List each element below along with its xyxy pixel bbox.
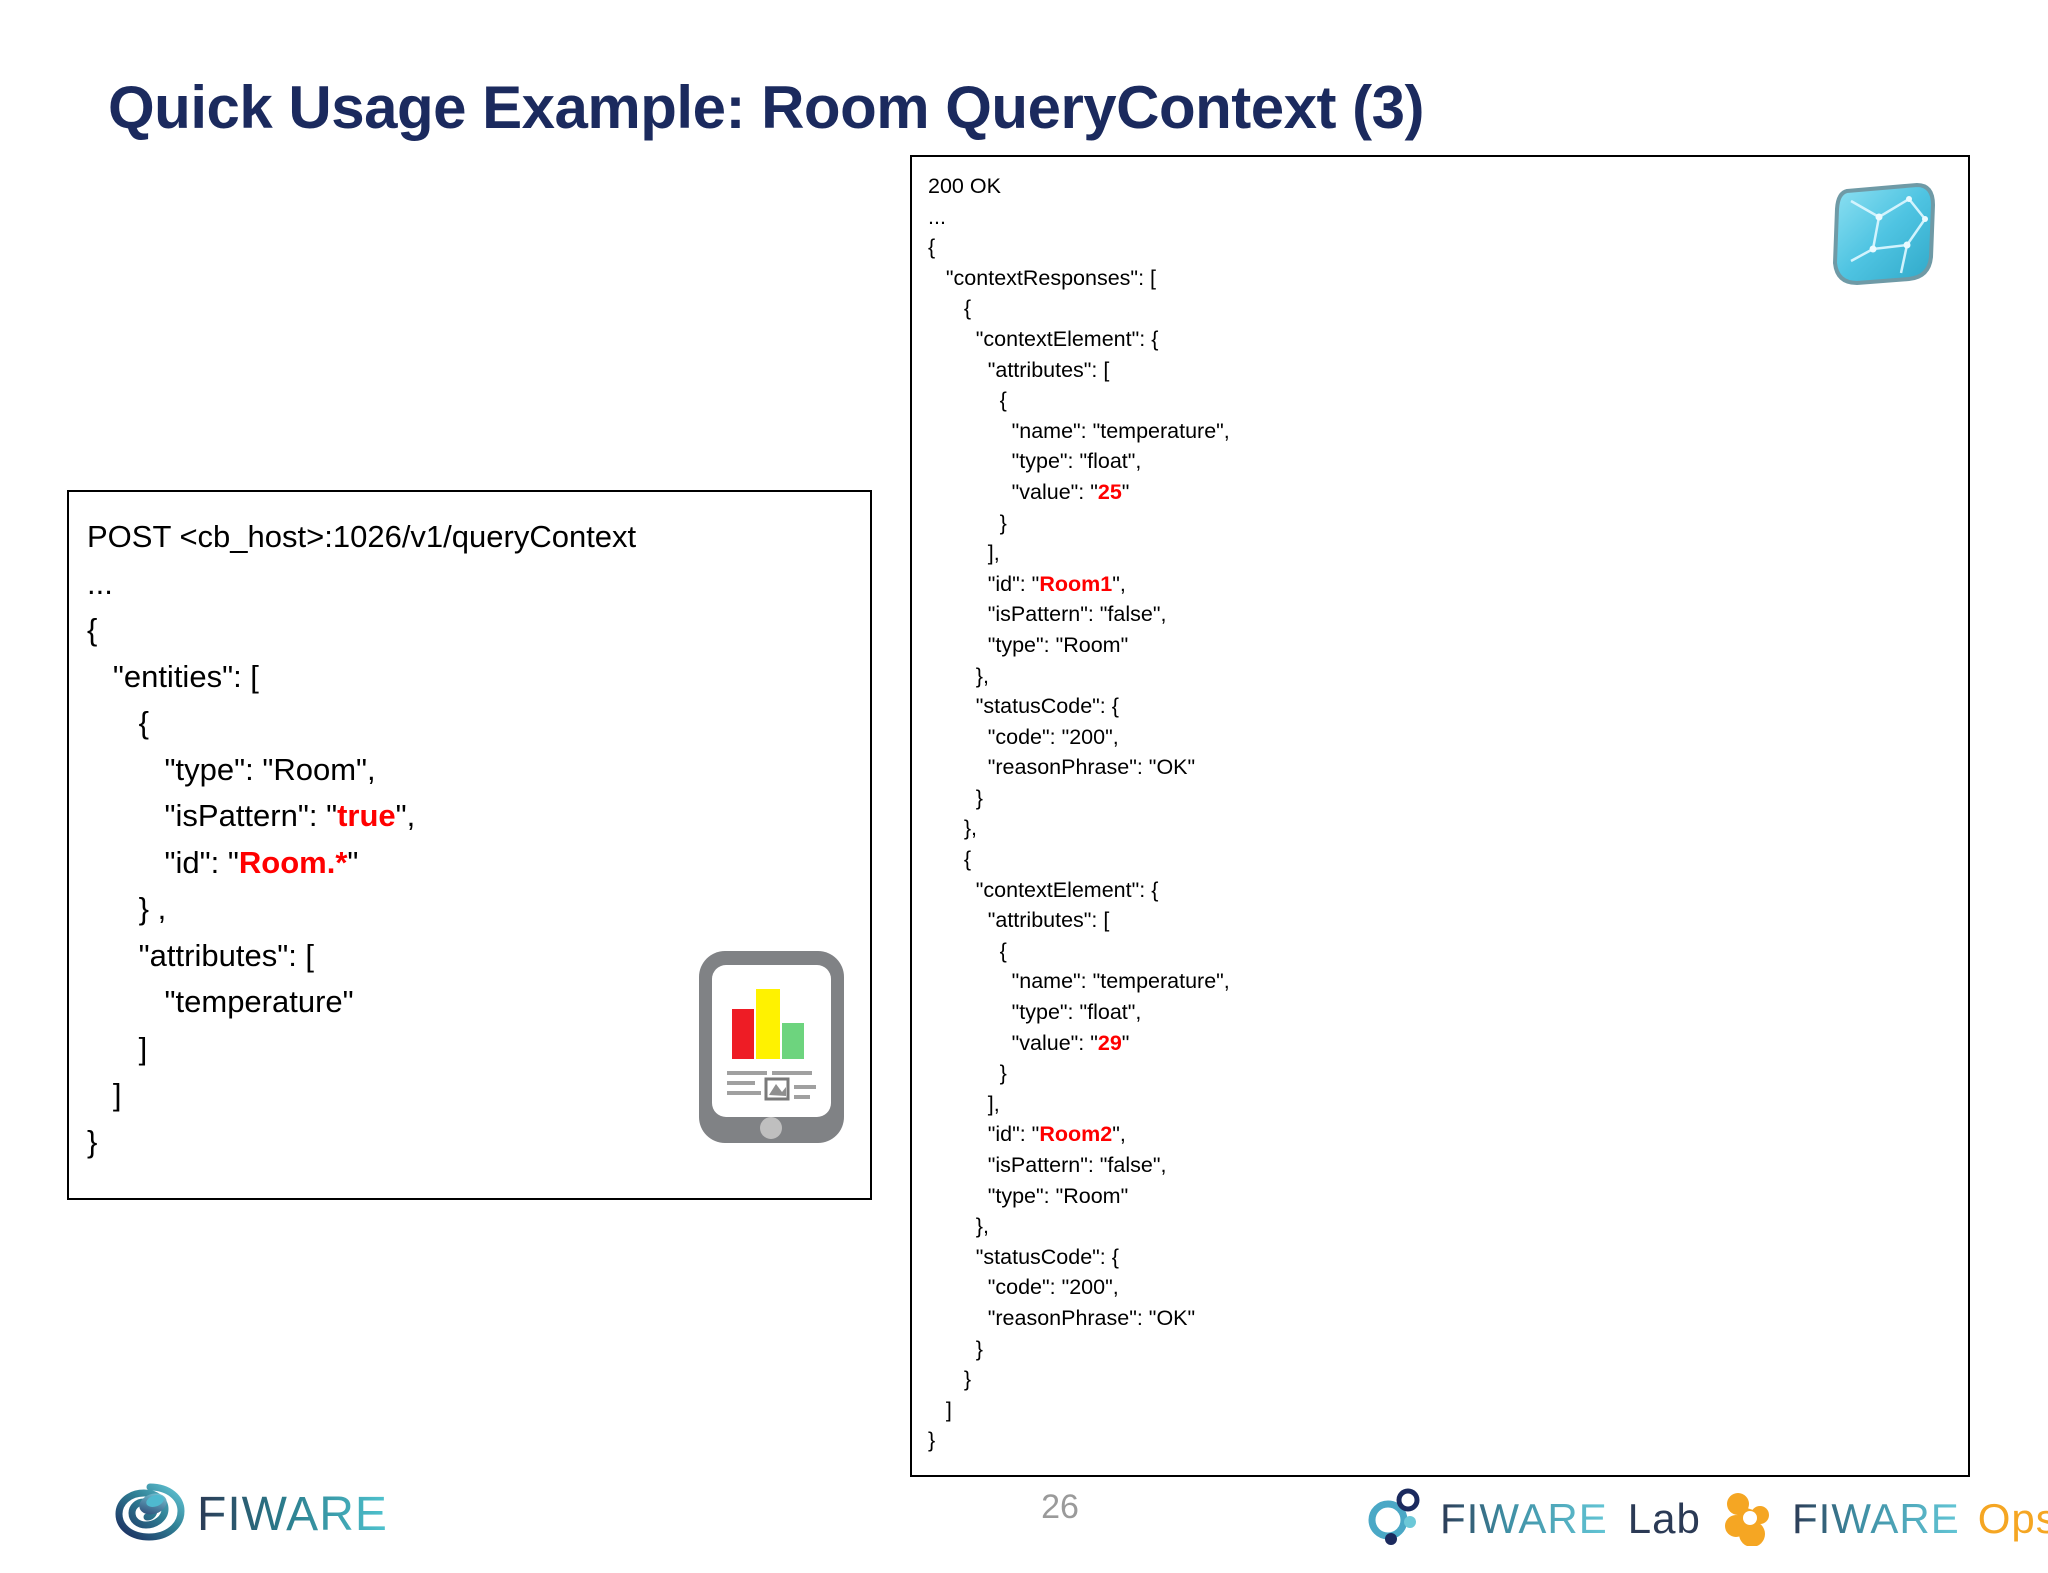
code-line: { — [928, 938, 1007, 963]
response-code-box: 200 OK... { "contextResponses": [ { "cont… — [910, 155, 1970, 1477]
code-line: } — [928, 1367, 972, 1392]
fiware-wordmark: FIWARE — [197, 1487, 388, 1541]
code-line: } — [928, 785, 983, 810]
code-line: { — [928, 847, 972, 872]
code-line: "type": "Room" — [928, 632, 1129, 657]
code-line: ], — [928, 541, 1000, 566]
code-line: "value": "25" — [928, 479, 1130, 504]
code-line: "id": "Room2", — [928, 1122, 1126, 1147]
code-line: "attributes": [ — [928, 357, 1110, 382]
code-line: "name": "temperature", — [928, 969, 1230, 994]
fiware-lab-wordmark: FIWARE — [1440, 1495, 1608, 1542]
code-line: POST <cb_host>:1026/v1/queryContext — [87, 519, 637, 554]
code-line: "reasonPhrase": "OK" — [928, 755, 1196, 780]
response-code-lines: 200 OK... { "contextResponses": [ { "cont… — [912, 157, 1968, 1475]
fiware-ops-wordmark: FIWARE — [1792, 1495, 1960, 1542]
fiware-lab-suffix: Lab — [1627, 1495, 1701, 1542]
code-line: "entities": [ — [87, 658, 259, 694]
code-line: "id": "Room1", — [928, 571, 1126, 596]
fiware-ops-suffix: Ops — [1977, 1495, 2048, 1542]
request-code-box: POST <cb_host>:1026/v1/queryContext...{ … — [67, 490, 872, 1200]
code-line: { — [928, 235, 936, 260]
request-code-lines: POST <cb_host>:1026/v1/queryContext...{ … — [69, 492, 870, 1198]
fiware-lab-logo: FIWARE Lab — [1368, 1488, 1701, 1551]
code-highlight: Room1 — [1039, 571, 1113, 596]
code-line: "type": "Room" — [928, 1183, 1129, 1208]
code-line: "id": "Room.*" — [87, 844, 359, 880]
code-line: "isPattern": "true", — [87, 798, 416, 833]
code-highlight: Room.* — [238, 844, 348, 880]
code-line: { — [928, 296, 972, 321]
code-line: "type": "float", — [928, 1000, 1142, 1025]
code-line: "attributes": [ — [928, 908, 1110, 933]
code-line: 200 OK — [928, 174, 1001, 198]
code-line: "isPattern": "false", — [928, 602, 1167, 627]
code-line: "statusCode": { — [928, 694, 1119, 719]
code-highlight: 25 — [1097, 479, 1122, 504]
code-line: } — [928, 1336, 983, 1361]
code-line: { — [87, 612, 98, 647]
code-line: ... — [928, 204, 946, 229]
code-line: } — [928, 1061, 1007, 1086]
code-line: "contextResponses": [ — [928, 265, 1156, 290]
code-highlight: Room2 — [1039, 1122, 1113, 1147]
fiware-swirl-icon — [115, 1481, 185, 1548]
mobile-device-chart-icon — [694, 947, 849, 1147]
code-line: } — [928, 1428, 936, 1453]
code-line: "code": "200", — [928, 724, 1119, 749]
code-line: "code": "200", — [928, 1275, 1119, 1300]
fiware-logo: FIWARE — [115, 1483, 388, 1545]
page-number: 26 — [1041, 1488, 1079, 1526]
code-line: ] — [87, 1077, 122, 1112]
code-line: "name": "temperature", — [928, 418, 1230, 443]
code-highlight: true — [337, 798, 396, 833]
code-line: }, — [928, 1214, 989, 1239]
fiware-ops-molecule-icon — [1720, 1488, 1782, 1551]
code-line: }, — [928, 663, 989, 688]
code-line: "attributes": [ — [87, 937, 315, 973]
fiware-lab-dots-icon — [1368, 1488, 1430, 1551]
code-line: } — [87, 1123, 98, 1159]
context-broker-icon — [1821, 175, 1946, 293]
code-line: { — [87, 705, 150, 740]
code-line: ] — [87, 1030, 148, 1066]
code-line: ... — [87, 565, 113, 601]
code-line: "statusCode": { — [928, 1244, 1119, 1269]
fiware-ops-logo: FIWARE Ops — [1720, 1490, 2048, 1548]
code-line: "type": "float", — [928, 449, 1142, 474]
code-line: } , — [87, 891, 167, 926]
code-line: }, — [928, 816, 977, 841]
code-line: } — [928, 510, 1007, 535]
code-highlight: 29 — [1097, 1030, 1122, 1055]
code-line: "isPattern": "false", — [928, 1153, 1167, 1177]
code-line: { — [928, 388, 1007, 413]
code-line: ] — [928, 1397, 952, 1422]
code-line: "contextElement": { — [928, 877, 1159, 902]
code-line: "temperature" — [87, 984, 354, 1019]
page-title: Quick Usage Example: Room QueryContext (… — [108, 74, 1425, 141]
code-line: "value": "29" — [928, 1030, 1130, 1055]
code-line: ], — [928, 1091, 1000, 1116]
code-line: "contextElement": { — [928, 326, 1159, 351]
code-line: "type": "Room", — [87, 751, 376, 787]
code-line: "reasonPhrase": "OK" — [928, 1305, 1196, 1330]
